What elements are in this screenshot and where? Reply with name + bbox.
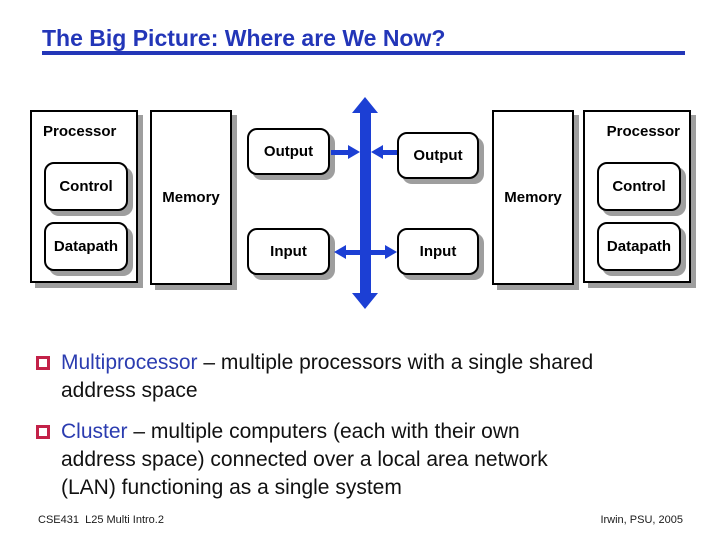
bullet-text: Multiprocessor – multiple processors wit… (61, 349, 593, 405)
left-output-bus-line (331, 150, 350, 155)
input-box-left: Input (247, 228, 330, 275)
output-box-left: Output (247, 128, 330, 175)
processor-box-right: Processor Control Datapath (583, 110, 691, 283)
datapath-box-left: Datapath (44, 222, 128, 271)
processor-box-left: Processor Control Datapath (30, 110, 138, 283)
datapath-box-right: Datapath (597, 222, 681, 271)
footer-course-id: CSE431 L25 Multi Intro.2 (38, 514, 164, 526)
list-item: Cluster – multiple computers (each with … (36, 418, 666, 502)
slide-title: The Big Picture: Where are We Now? (42, 25, 446, 51)
list-item: Multiprocessor – multiple processors wit… (36, 349, 666, 405)
bullet-list: Multiprocessor – multiple processors wit… (36, 349, 666, 515)
memory-box-left: Memory (150, 110, 232, 285)
bullet-text: Cluster – multiple computers (each with … (61, 418, 548, 502)
output-label-left: Output (263, 143, 314, 160)
datapath-label-right: Datapath (606, 238, 672, 255)
square-bullet-icon (36, 356, 50, 370)
bullet-term: Multiprocessor (61, 351, 198, 374)
left-output-bus-arrowhead-icon (348, 145, 360, 159)
bullet-body: – multiple processors with a single shar… (61, 351, 594, 402)
bullet-body: – multiple computers (each with their ow… (61, 420, 548, 499)
bus-up-arrowhead-icon (352, 97, 378, 113)
memory-box-right: Memory (492, 110, 574, 285)
input-bus-line (345, 250, 387, 255)
output-label-right: Output (413, 147, 463, 164)
footer-credit: Irwin, PSU, 2005 (600, 514, 683, 526)
input-label-right: Input (419, 243, 457, 260)
title-underline (42, 51, 685, 55)
input-bus-left-arrowhead-icon (334, 245, 346, 259)
control-box-left: Control (44, 162, 128, 211)
square-bullet-icon (36, 425, 50, 439)
control-box-right: Control (597, 162, 681, 211)
input-bus-right-arrowhead-icon (385, 245, 397, 259)
bullet-term: Cluster (61, 420, 128, 443)
memory-label-left: Memory (162, 189, 220, 206)
datapath-label-left: Datapath (53, 238, 119, 255)
control-label-right: Control (612, 178, 666, 195)
output-box-right: Output (397, 132, 479, 179)
memory-label-right: Memory (504, 189, 562, 206)
bus-down-arrowhead-icon (352, 293, 378, 309)
processor-label-right: Processor (606, 123, 680, 140)
processor-label-left: Processor (43, 123, 117, 140)
control-label-left: Control (59, 178, 113, 195)
input-box-right: Input (397, 228, 479, 275)
bus-shaft (360, 111, 371, 293)
right-output-bus-line (382, 150, 397, 155)
right-output-bus-arrowhead-icon (371, 145, 383, 159)
input-label-left: Input (270, 243, 307, 260)
